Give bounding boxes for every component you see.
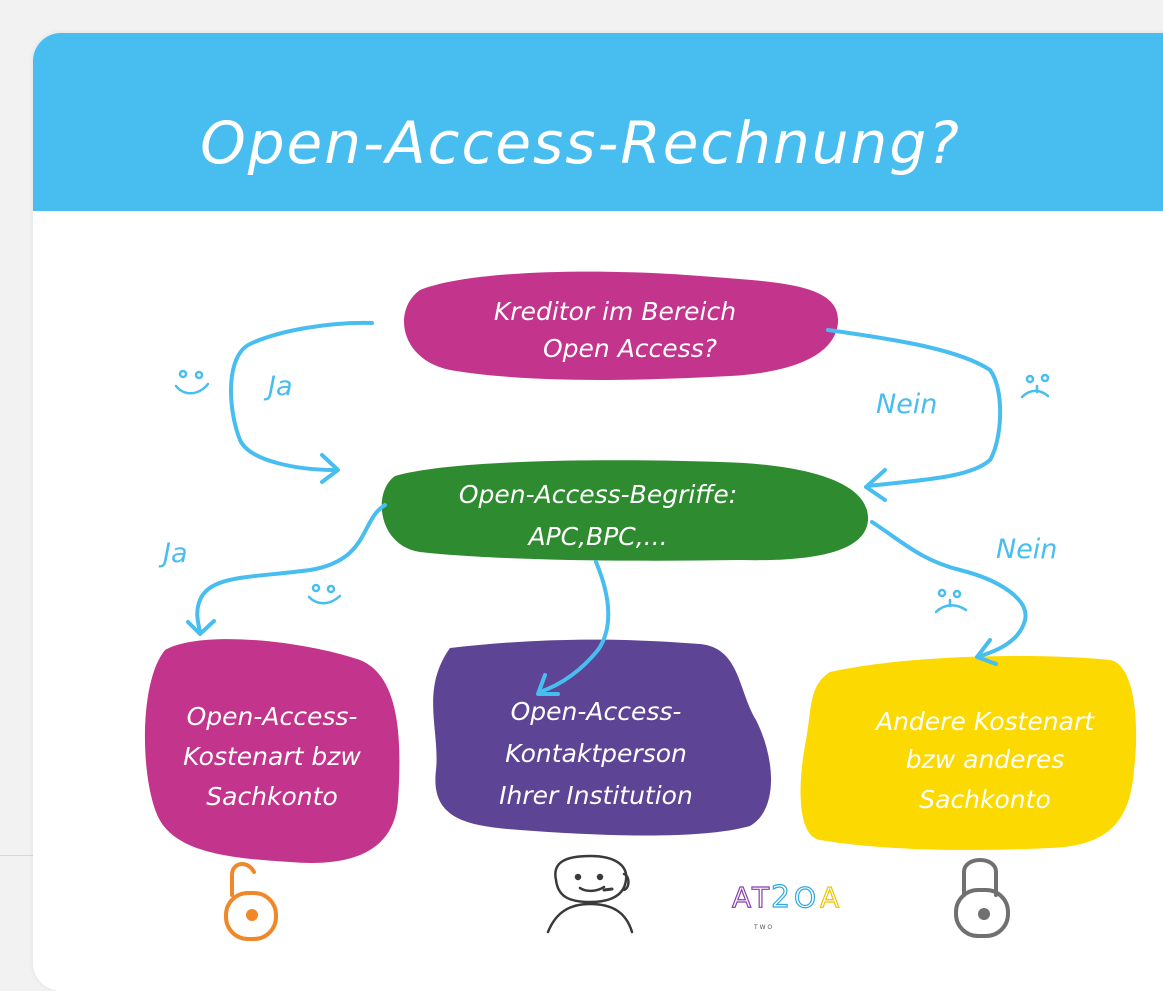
unlocked-lock-icon (224, 862, 278, 941)
node-kreditor-line1: Kreditor im Bereich (494, 297, 736, 326)
arrow-middle (538, 560, 611, 694)
svg-text:2: 2 (771, 880, 790, 915)
node-kreditor-line2: Open Access? (543, 334, 717, 363)
node-andere-blob (800, 656, 1137, 850)
page-title: Open-Access-Rechnung? (200, 109, 961, 177)
svg-text:A: A (820, 881, 839, 914)
node-andere-line3: Sachkonto (919, 785, 1051, 814)
node-andere-line1: Andere Kostenart (874, 707, 1095, 736)
svg-text:O: O (794, 881, 816, 914)
node-kontaktperson-line2: Kontaktperson (505, 739, 687, 768)
svg-text:A: A (732, 881, 751, 914)
unlocked-lock-keyhole (246, 909, 258, 921)
node-kontaktperson-blob (433, 639, 772, 836)
locked-lock-keyhole (978, 908, 990, 920)
node-oa-kostenart-line1: Open-Access- (187, 702, 358, 731)
divider-line (0, 855, 33, 856)
edge-label-nein-top: Nein (876, 389, 937, 420)
arrow-nein-top-head (864, 468, 887, 502)
arrow-ja-top-head (320, 453, 340, 484)
at2oa-logo: A T 2 O A T W O (731, 879, 839, 931)
arrow-ja-top (229, 320, 374, 472)
headset-person-icon (546, 854, 634, 934)
arrow-nein-right-head (975, 638, 998, 666)
svg-text:T W O: T W O (753, 924, 772, 931)
arrow-nein-right (870, 520, 1028, 658)
edge-label-ja-top: Ja (263, 371, 293, 402)
node-andere-line2: bzw anderes (906, 745, 1064, 774)
arrow-ja-left-head (186, 619, 216, 636)
header-bar: Open-Access-Rechnung? (33, 33, 1163, 211)
sad-face-icon (934, 588, 968, 614)
node-kreditor-blob (404, 271, 839, 380)
node-begriffe-blob (381, 460, 869, 561)
happy-face-icon (174, 369, 210, 395)
arrow-middle-head (536, 673, 560, 696)
svg-text:T: T (751, 881, 770, 914)
node-begriffe-line2: APC,BPC,... (526, 522, 667, 551)
node-kontaktperson-line3: Ihrer Institution (499, 781, 693, 810)
arrow-nein-top (826, 328, 1003, 488)
node-oa-kostenart-blob (144, 639, 400, 863)
node-kontaktperson-line1: Open-Access- (511, 697, 682, 726)
sad-face-icon (1020, 373, 1050, 399)
locked-lock-icon (954, 858, 1010, 938)
node-oa-kostenart-line2: Kostenart bzw (183, 742, 361, 771)
node-begriffe-line1: Open-Access-Begriffe: (459, 480, 737, 509)
happy-face-icon (307, 583, 342, 605)
edge-label-nein-right: Nein (996, 534, 1057, 565)
node-oa-kostenart-line3: Sachkonto (206, 782, 338, 811)
edge-label-ja-left: Ja (158, 538, 188, 569)
arrow-ja-left (195, 503, 387, 634)
